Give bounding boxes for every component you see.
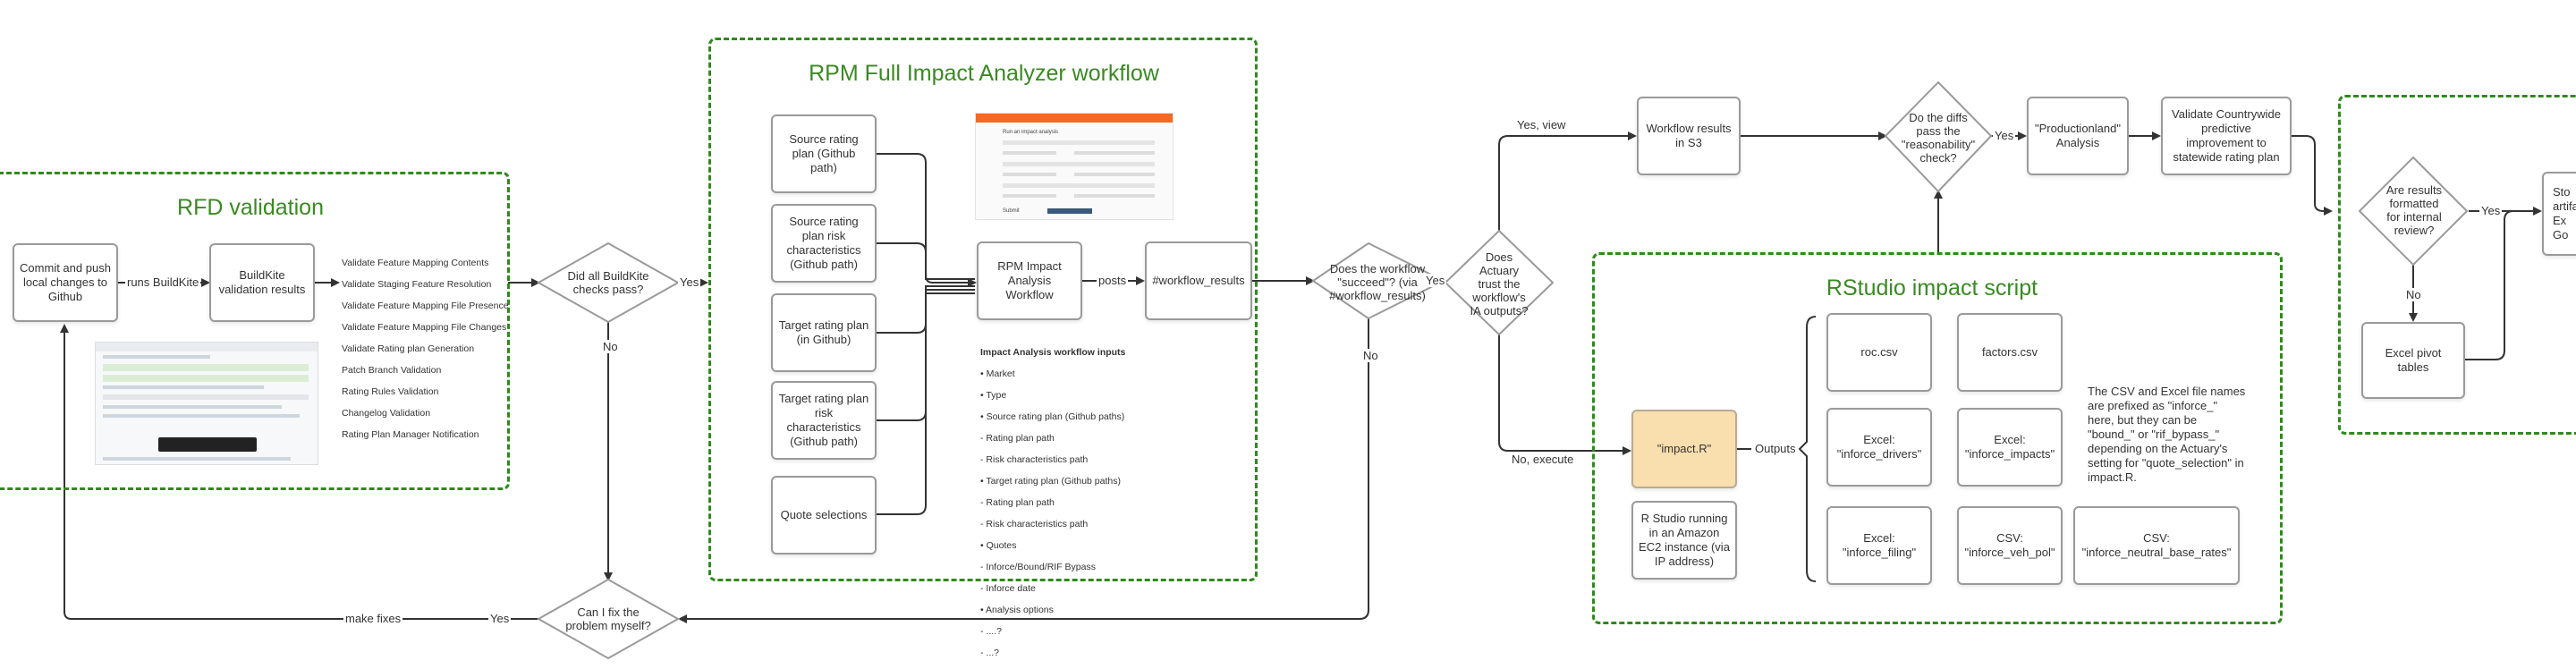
label-yes-fix: Yes: [488, 612, 512, 625]
decision-diffs-pass: Do the diffs pass the "reasonability" ch…: [1901, 111, 1976, 165]
input-line: - ....?: [980, 626, 1002, 637]
decision-formatted: Are results formatted for internal revie…: [2385, 183, 2443, 237]
s3-node: Workflow results in S3: [1637, 97, 1741, 175]
decision-fix-myself: Can I fix the problem myself?: [565, 605, 651, 632]
input-line: • Target rating plan (Github paths): [980, 476, 1121, 487]
buildkite-node: BuildKite validation results: [209, 243, 315, 322]
input-line: - Inforce/Bound/RIF Bypass: [980, 562, 1096, 572]
input-line: - Risk characteristics path: [980, 454, 1089, 465]
target-risk-node: Target rating plan risk characteristics …: [771, 381, 877, 460]
quote-selections-node: Quote selections: [771, 476, 877, 555]
input-line: - ...?: [980, 648, 1000, 658]
label-yes-view: Yes, view: [1515, 118, 1568, 131]
roc-csv-node: roc.csv: [1826, 313, 1932, 392]
target-plan-node: Target rating plan (in Github): [771, 293, 877, 372]
rpm-workflow-node: RPM Impact Analysis Workflow: [977, 241, 1082, 320]
label-no-buildkite: No: [601, 340, 620, 353]
review-group: [2338, 95, 2576, 435]
check-item: Validate Feature Mapping Contents: [342, 258, 489, 268]
label-yes-buildkite: Yes: [678, 275, 701, 289]
input-line: - Rating plan path: [980, 497, 1055, 508]
csv-naming-note: The CSV and Excel file names are prefixe…: [2088, 385, 2246, 484]
label-make-fixes: make fixes: [343, 612, 403, 625]
workflow-results-node: #workflow_results: [1145, 241, 1252, 320]
workflow-inputs-list: Impact Analysis workflow inputs • Market…: [980, 336, 1141, 669]
input-line: - Rating plan path: [980, 433, 1055, 444]
source-risk-node: Source rating plan risk characteristics …: [771, 204, 877, 283]
check-item: Rating Rules Validation: [342, 386, 439, 397]
edge-source-risk: [877, 242, 975, 280]
label-yes-diffs: Yes: [1993, 129, 2016, 142]
input-line: • Analysis options: [980, 605, 1054, 615]
check-item: Rating Plan Manager Notification: [342, 429, 479, 440]
label-no-succeed: No: [1361, 349, 1380, 362]
input-line: - Risk characteristics path: [980, 519, 1089, 529]
rpm-screenshot-heading: Run an impact analysis: [1003, 130, 1059, 135]
check-item: Validate Staging Feature Resolution: [342, 279, 492, 290]
label-outputs: Outputs: [1753, 442, 1798, 455]
rstudio-group-title: RStudio impact script: [1826, 275, 2038, 301]
input-line: - Inforce date: [980, 583, 1036, 594]
input-line: • Market: [980, 368, 1015, 379]
excel-impacts-node: Excel: "inforce_impacts": [1957, 408, 2063, 487]
label-yes-succeed: Yes: [1424, 274, 1447, 287]
rpm-screenshot-submit: Submit: [1003, 208, 1020, 214]
source-plan-node: Source rating plan (Github path): [771, 114, 877, 193]
input-line: • Quotes: [980, 540, 1017, 551]
input-line: • Type: [980, 390, 1007, 401]
edge-actuary-impact: [1498, 334, 1631, 455]
edge-fix-commit: [60, 324, 538, 620]
validation-checks-list: Validate Feature Mapping Contents Valida…: [342, 247, 512, 451]
edge-validate-right: [2292, 135, 2333, 216]
rpm-group-title: RPM Full Impact Analyzer workflow: [809, 61, 1159, 86]
excel-drivers-node: Excel: "inforce_drivers": [1826, 408, 1932, 487]
check-item: Validate Feature Mapping File Changes: [342, 322, 507, 333]
edge-pivot-store: [2465, 210, 2514, 360]
commit-node: Commit and push local changes to Github: [13, 243, 118, 322]
validate-countrywide-node: Validate Countrywide predictive improvem…: [2161, 97, 2292, 175]
outputs-bracket: [1798, 316, 1817, 582]
label-runs-buildkite: runs BuildKite: [125, 275, 201, 289]
input-line: • Source rating plan (Github paths): [980, 411, 1125, 422]
productionland-node: "Productionland" Analysis: [2027, 97, 2129, 175]
store-artifacts-node: Sto artifa Ex Go: [2542, 172, 2576, 256]
rpm-screenshot-header: [976, 114, 1173, 123]
check-item: Patch Branch Validation: [342, 365, 442, 376]
excel-filing-node: Excel: "inforce_filing": [1826, 506, 1932, 585]
check-item: Changelog Validation: [342, 408, 431, 419]
impact-r-node: "impact.R": [1631, 410, 1737, 488]
rpm-workflow-group: [708, 38, 1258, 581]
rfd-validation-group: [0, 172, 510, 490]
edge-source-plan: [877, 153, 977, 287]
edge-succeed-fix: [678, 318, 1369, 623]
github-screenshot: [95, 342, 318, 465]
rpm-screenshot: Run an impact analysis Submit: [975, 113, 1174, 220]
decision-workflow-succeed: Does the workflow "succeed"? (via #workf…: [1329, 261, 1426, 302]
inputs-title: Impact Analysis workflow inputs: [980, 347, 1126, 358]
label-no-execute: No, execute: [1510, 453, 1576, 466]
csv-veh-node: CSV: "inforce_veh_pol": [1957, 506, 2063, 585]
excel-pivot-node: Excel pivot tables: [2361, 322, 2465, 399]
rfd-group-title: RFD validation: [177, 195, 324, 220]
decision-actuary-trust: Does Actuary trust the workflow's IA out…: [1470, 250, 1529, 318]
check-item: Validate Rating plan Generation: [342, 343, 475, 354]
label-yes-formatted: Yes: [2479, 204, 2503, 217]
rstudio-ec2-node: R Studio running in an Amazon EC2 instan…: [1631, 501, 1737, 580]
factors-csv-node: factors.csv: [1957, 313, 2063, 392]
label-no-formatted: No: [2404, 288, 2423, 301]
check-item: Validate Feature Mapping File Presence: [342, 301, 509, 311]
label-posts: posts: [1097, 274, 1129, 287]
decision-buildkite-pass: Did all BuildKite checks pass?: [567, 269, 649, 296]
edge-quote-sel: [877, 292, 975, 515]
csv-neutral-node: CSV: "inforce_neutral_base_rates": [2073, 506, 2240, 585]
rstudio-impact-group: [1592, 252, 2283, 624]
edge-actuary-s3: [1498, 131, 1637, 231]
